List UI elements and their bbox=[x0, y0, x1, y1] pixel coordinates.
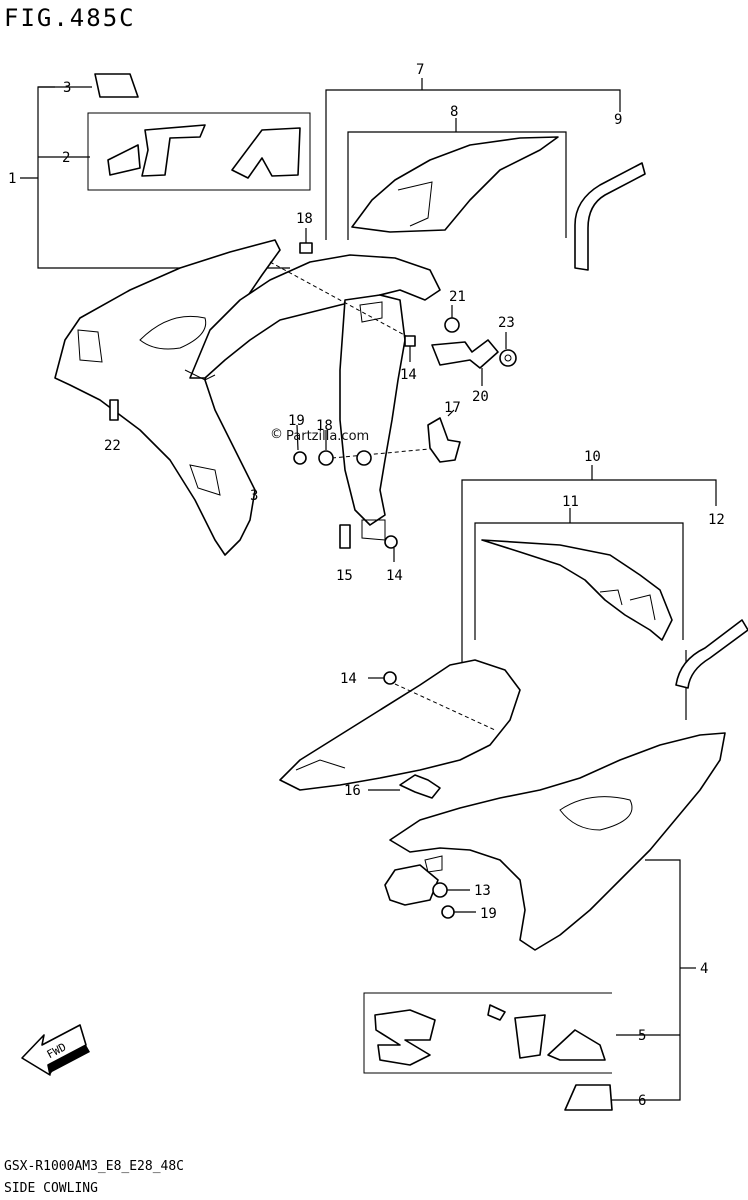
lower-side-cowling bbox=[279, 659, 726, 951]
fwd-arrow-icon bbox=[21, 1024, 90, 1076]
callout-5: 5 bbox=[638, 1028, 646, 1044]
part-2-decal-sheet bbox=[87, 112, 311, 191]
part-16-bracket bbox=[368, 774, 441, 799]
callout-14-c: 14 bbox=[340, 671, 357, 687]
callout-11: 11 bbox=[562, 494, 579, 510]
part-12-trim bbox=[675, 619, 748, 689]
part-5-decal-sheet bbox=[363, 992, 612, 1074]
upper-side-cowling bbox=[54, 239, 441, 556]
part-19-screw-lower bbox=[441, 905, 476, 919]
part-9-trim bbox=[574, 162, 646, 271]
part-8-decal bbox=[351, 136, 559, 233]
part-18-screw-upper bbox=[299, 228, 313, 254]
callout-7: 7 bbox=[416, 62, 424, 78]
callout-19-lower: 19 bbox=[480, 906, 497, 922]
part-15-tab bbox=[339, 524, 351, 549]
callout-16: 16 bbox=[344, 783, 361, 799]
callout-9: 9 bbox=[614, 112, 622, 128]
callout-22: 22 bbox=[104, 438, 121, 454]
callout-1: 1 bbox=[8, 171, 16, 187]
callout-14-b: 14 bbox=[386, 568, 403, 584]
part-23-nut bbox=[499, 332, 517, 367]
part-grommet-inner bbox=[356, 450, 372, 466]
callout-2: 2 bbox=[62, 150, 70, 166]
part-21-bolt bbox=[444, 305, 460, 333]
callout-8: 8 bbox=[450, 104, 458, 120]
callout-23: 23 bbox=[498, 315, 515, 331]
callout-18-mid: 18 bbox=[316, 418, 333, 434]
callout-15: 15 bbox=[336, 568, 353, 584]
part-14-screw-c bbox=[368, 671, 397, 685]
part-14-screw-b bbox=[384, 535, 398, 562]
figure-title: FIG.485C bbox=[4, 4, 136, 32]
watermark-symbol: © bbox=[270, 427, 283, 442]
footer-code: GSX-R1000AM3_E8_E28_48C bbox=[4, 1159, 184, 1174]
part-11-decal bbox=[481, 539, 673, 641]
part-14-screw-a bbox=[404, 335, 416, 362]
part-17-bracket bbox=[427, 417, 461, 463]
callout-12: 12 bbox=[708, 512, 725, 528]
callout-3-lower: 3 bbox=[250, 488, 258, 504]
group-7-bracket bbox=[325, 78, 621, 240]
callout-14-a: 14 bbox=[400, 367, 417, 383]
callout-18-top: 18 bbox=[296, 211, 313, 227]
callout-13: 13 bbox=[474, 883, 491, 899]
callout-19-mid: 19 bbox=[288, 413, 305, 429]
callout-21: 21 bbox=[449, 289, 466, 305]
callout-3-top: 3 bbox=[63, 80, 71, 96]
callout-4: 4 bbox=[700, 961, 708, 977]
part-22-tab bbox=[109, 399, 119, 421]
part-18-grommet-mid bbox=[318, 430, 334, 466]
group-1-bracket bbox=[20, 86, 290, 269]
callout-10: 10 bbox=[584, 449, 601, 465]
callout-6: 6 bbox=[638, 1093, 646, 1109]
group-4-bracket bbox=[612, 859, 696, 1101]
part-19-screw-mid bbox=[293, 424, 307, 465]
part-6-emblem bbox=[564, 1084, 613, 1111]
callout-17: 17 bbox=[444, 400, 461, 416]
callout-20: 20 bbox=[472, 389, 489, 405]
watermark-text: Partzilla.com bbox=[286, 429, 369, 444]
footer-caption: SIDE COWLING bbox=[4, 1181, 98, 1196]
part-20-bracket bbox=[431, 339, 499, 369]
part-3-emblem bbox=[94, 73, 139, 98]
part-13-grommet bbox=[432, 882, 470, 898]
